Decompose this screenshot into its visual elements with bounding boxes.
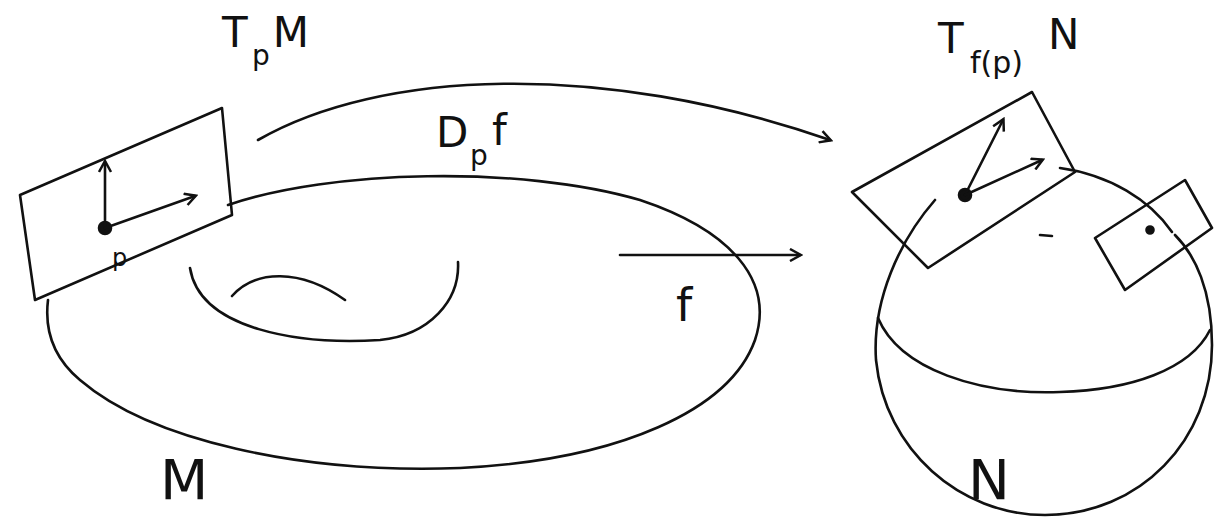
sphere-equator — [878, 318, 1210, 392]
tangent-vector — [105, 196, 195, 228]
differential-arrow — [258, 84, 830, 140]
tangent-space-label: N — [1048, 14, 1079, 56]
differential-label: f — [492, 110, 507, 152]
point — [1147, 227, 1154, 234]
sphere-outline — [876, 200, 1212, 515]
tangent-plane — [1095, 180, 1212, 290]
torus-hole-inner — [232, 276, 345, 300]
image-vector — [965, 160, 1042, 195]
tangent-plane — [852, 92, 1075, 268]
manifold-label: M — [160, 452, 208, 508]
subscript: p — [252, 42, 270, 70]
point-label: p — [112, 246, 127, 270]
map-label: f — [676, 282, 692, 328]
tangent-plane — [20, 108, 232, 300]
tangent-space-label: T — [222, 12, 248, 54]
manifold-label: N — [968, 452, 1010, 508]
tangent-vector — [104, 162, 107, 228]
tangent-space-label: T — [938, 18, 964, 60]
differential-label: D — [436, 112, 468, 154]
torus-hole — [190, 262, 458, 341]
sphere-mark — [1040, 235, 1052, 236]
torus-outline — [47, 176, 759, 469]
subscript: p — [470, 142, 488, 170]
image-vector — [965, 120, 1003, 195]
map-arrow — [620, 254, 800, 257]
tangent-space-label: M — [273, 12, 309, 54]
subscript: f(p) — [970, 48, 1023, 78]
